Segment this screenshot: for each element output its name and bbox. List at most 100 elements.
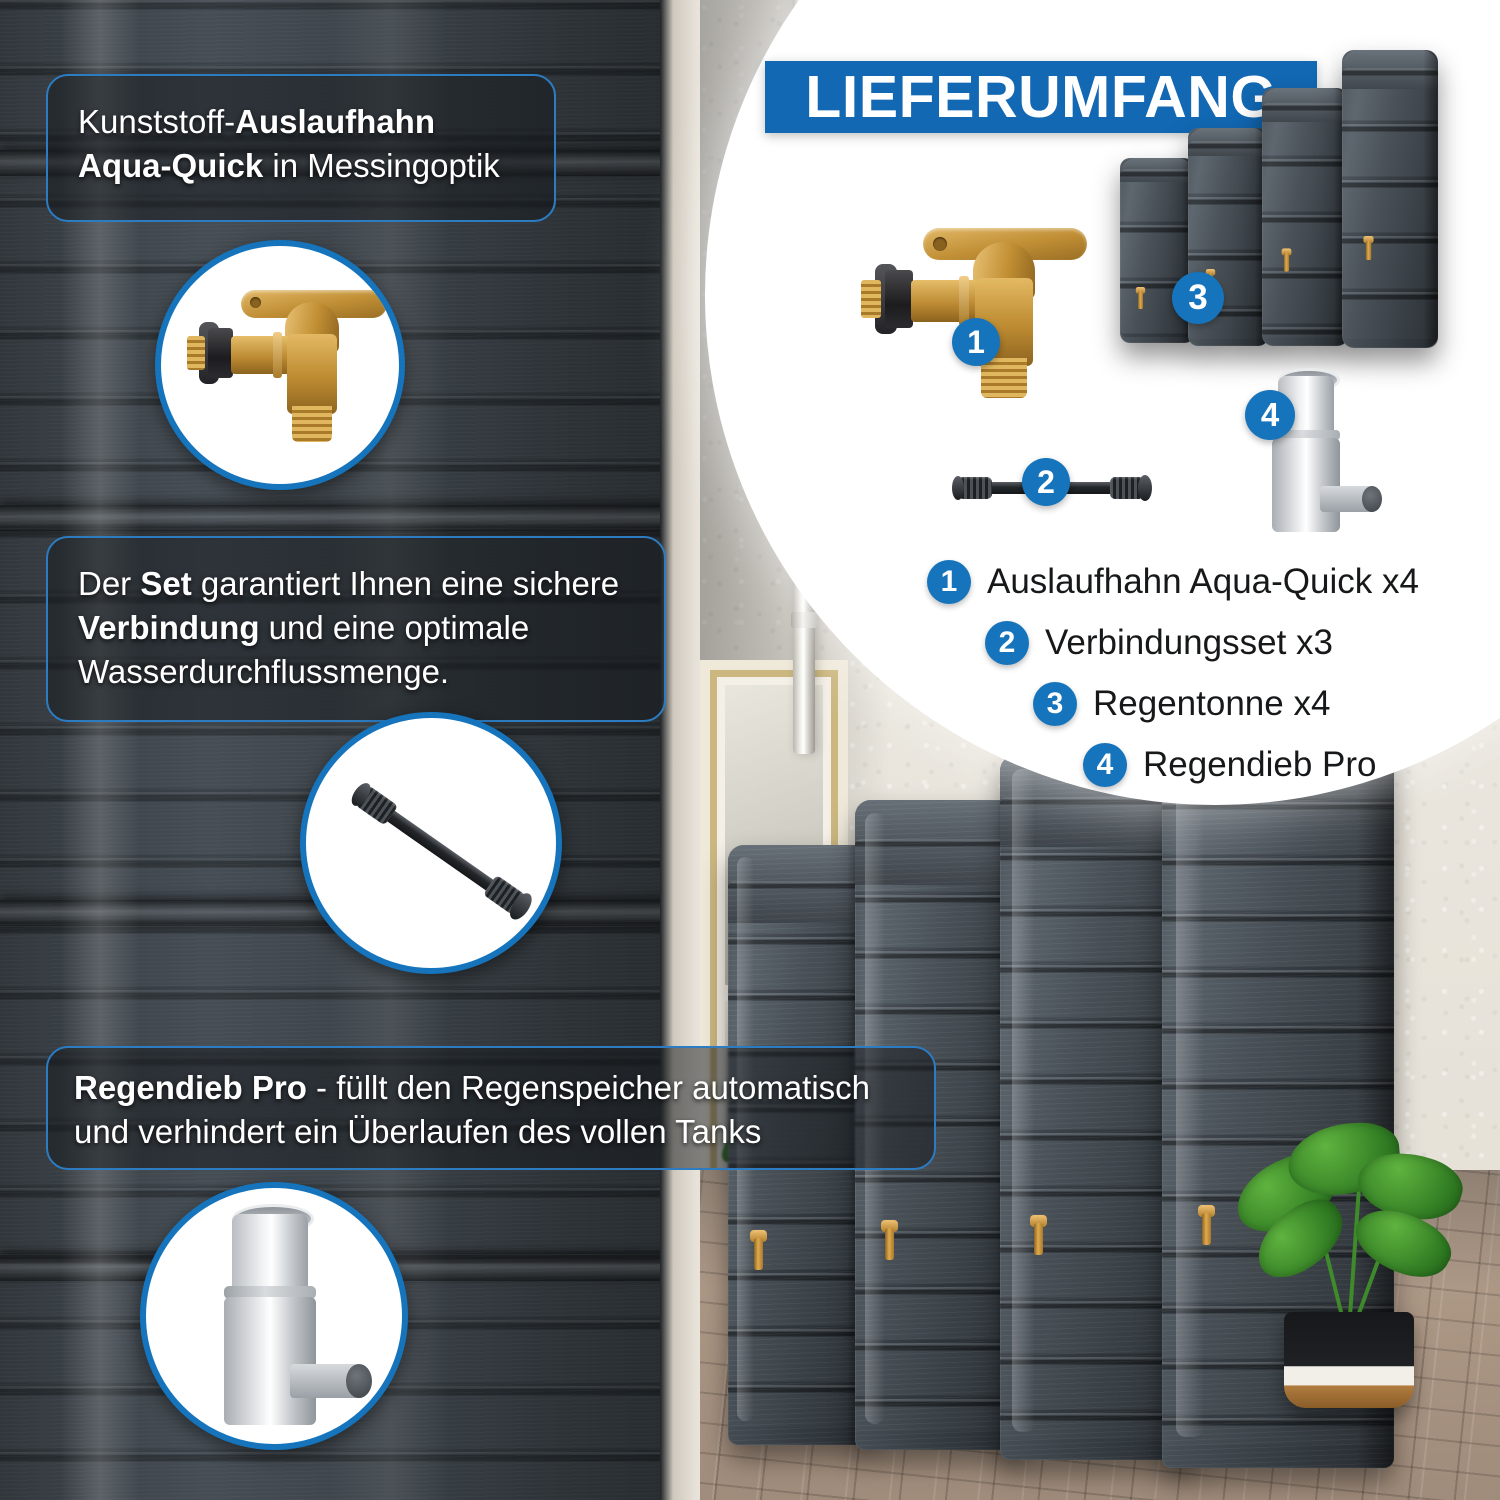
filter-outlet-mouth — [346, 1364, 372, 1398]
callout-faucet-box: Kunststoff-Auslaufhahn Aqua-Quick in Mes… — [46, 74, 556, 222]
text-span: - füllt den Regenspeicher automatisch — [306, 1069, 871, 1106]
faucet-thread — [861, 280, 881, 318]
tap-spout — [1283, 253, 1290, 272]
plant-stem — [1348, 1178, 1362, 1317]
legend-label: Regendieb Pro — [1143, 745, 1377, 784]
barrel-tap — [1198, 1205, 1215, 1245]
barrel-highlight — [1175, 715, 1204, 1438]
rain-filter-icon — [214, 1204, 374, 1444]
text-span-bold: Regendieb Pro — [74, 1069, 307, 1106]
tap-handle — [1281, 248, 1292, 256]
barrel-lid — [1120, 158, 1194, 183]
lieferumfang-banner: LIEFERUMFANG — [765, 61, 1317, 133]
faucet-body — [287, 334, 337, 414]
callout-faucet-line2: Aqua-Quick in Messingoptik — [78, 144, 524, 188]
legend-item: 2 Verbindungsset x3 — [985, 621, 1465, 665]
legend-number: 2 — [998, 626, 1016, 659]
text-span: Der — [78, 565, 141, 602]
barrel-lid — [1262, 88, 1348, 122]
tap-spout — [1034, 1223, 1043, 1255]
legend-badge-1: 1 — [927, 560, 971, 604]
connection-hose-icon — [315, 732, 556, 968]
badge-4: 4 — [1245, 390, 1295, 440]
plant-pot — [1284, 1312, 1414, 1408]
callout-rainthief-line2: und verhindert ein Überlaufen des vollen… — [74, 1110, 908, 1154]
barrel-highlight — [1011, 769, 1036, 1432]
filter-band — [224, 1286, 316, 1299]
faucet-neck — [911, 280, 983, 322]
barrel-slats — [1342, 67, 1438, 340]
lieferumfang-legend: 1 Auslaufhahn Aqua-Quick x4 2 Verbindung… — [905, 560, 1465, 804]
legend-number: 4 — [1096, 748, 1114, 781]
text-span-bold: Set — [140, 565, 192, 602]
badge-3: 3 — [1172, 272, 1224, 324]
tap-spout — [754, 1238, 763, 1270]
monstera-plant — [1225, 1108, 1469, 1408]
barrel-lid — [728, 845, 870, 923]
tank-seam — [0, 505, 700, 531]
hose-fitting — [958, 477, 992, 499]
barrel-tap — [881, 1220, 898, 1260]
barrel-lid — [855, 800, 1023, 885]
badge-number: 4 — [1260, 396, 1280, 433]
banner-title: LIEFERUMFANG — [805, 63, 1277, 130]
tap-handle — [1135, 287, 1146, 294]
text-span: und verhindert ein Überlaufen des vollen… — [74, 1112, 762, 1150]
badge-number: 2 — [1037, 463, 1055, 500]
legend-item: 4 Regendieb Pro — [1083, 743, 1465, 787]
barrel-stack-group — [1120, 30, 1490, 360]
stack-barrel — [1262, 88, 1348, 346]
text-span: garantiert Ihnen eine sichere — [191, 565, 620, 602]
faucet-outlet-thread — [292, 406, 332, 442]
legend-badge-3: 3 — [1033, 682, 1077, 726]
faucet-collar — [959, 276, 969, 326]
callout-faucet-line1: Kunststoff-Auslaufhahn — [78, 100, 524, 144]
tap-spout — [1202, 1213, 1211, 1245]
stack-barrel — [1342, 50, 1438, 348]
faucet-handle-hole — [250, 297, 261, 308]
tap-spout — [885, 1228, 894, 1260]
barrel-lid — [1188, 128, 1268, 157]
legend-label: Auslaufhahn Aqua-Quick x4 — [987, 562, 1419, 601]
rain-barrel — [1162, 700, 1394, 1468]
faucet-lock-nut — [885, 270, 913, 328]
legend-badge-4: 4 — [1083, 743, 1127, 787]
filter-outlet-mouth — [1362, 486, 1382, 512]
legend-badge-2: 2 — [985, 621, 1029, 665]
text-span: Wasserdurchflussmenge. — [78, 652, 450, 690]
filter-body — [1272, 438, 1340, 532]
badge-1: 1 — [952, 318, 1000, 366]
faucet-collar — [273, 332, 282, 378]
hose-end-ring — [952, 476, 964, 500]
rain-filter-icon — [1262, 368, 1382, 548]
badge-2: 2 — [1022, 458, 1070, 506]
inset-faucet — [155, 240, 405, 490]
faucet-neck — [231, 336, 293, 374]
filter-body — [224, 1297, 316, 1425]
faucet-lock-nut — [208, 328, 233, 378]
tank-highlight — [60, 0, 140, 1500]
hose-tube — [382, 807, 499, 894]
connection-hose-icon — [952, 470, 1152, 506]
legend-number: 3 — [1046, 687, 1064, 720]
tap-spout — [1138, 291, 1143, 309]
barrel-lid — [1342, 50, 1438, 89]
callout-connection-line2: Verbindung und eine optimale — [78, 606, 634, 650]
hose-fitting — [1110, 477, 1144, 499]
legend-label: Regentonne x4 — [1093, 684, 1331, 723]
legend-item: 3 Regentonne x4 — [1033, 682, 1465, 726]
inset-connection-hose — [300, 712, 562, 974]
badge-number: 1 — [967, 323, 985, 360]
faucet-thread — [187, 336, 205, 370]
legend-number: 1 — [940, 565, 958, 598]
callout-connection-line1: Der Set garantiert Ihnen eine sichere — [78, 562, 634, 606]
tap-spout — [1365, 240, 1372, 260]
callout-connection-box: Der Set garantiert Ihnen eine sichere Ve… — [46, 536, 666, 722]
callout-connection-line3: Wasserdurchflussmenge. — [78, 650, 634, 694]
callout-rainthief-box: Regendieb Pro - füllt den Regenspeicher … — [46, 1046, 936, 1170]
tap-handle — [1363, 236, 1374, 244]
legend-item: 1 Auslaufhahn Aqua-Quick x4 — [927, 560, 1465, 604]
text-span: Kunststoff- — [78, 103, 236, 140]
outdoor-scene — [700, 0, 1500, 1500]
